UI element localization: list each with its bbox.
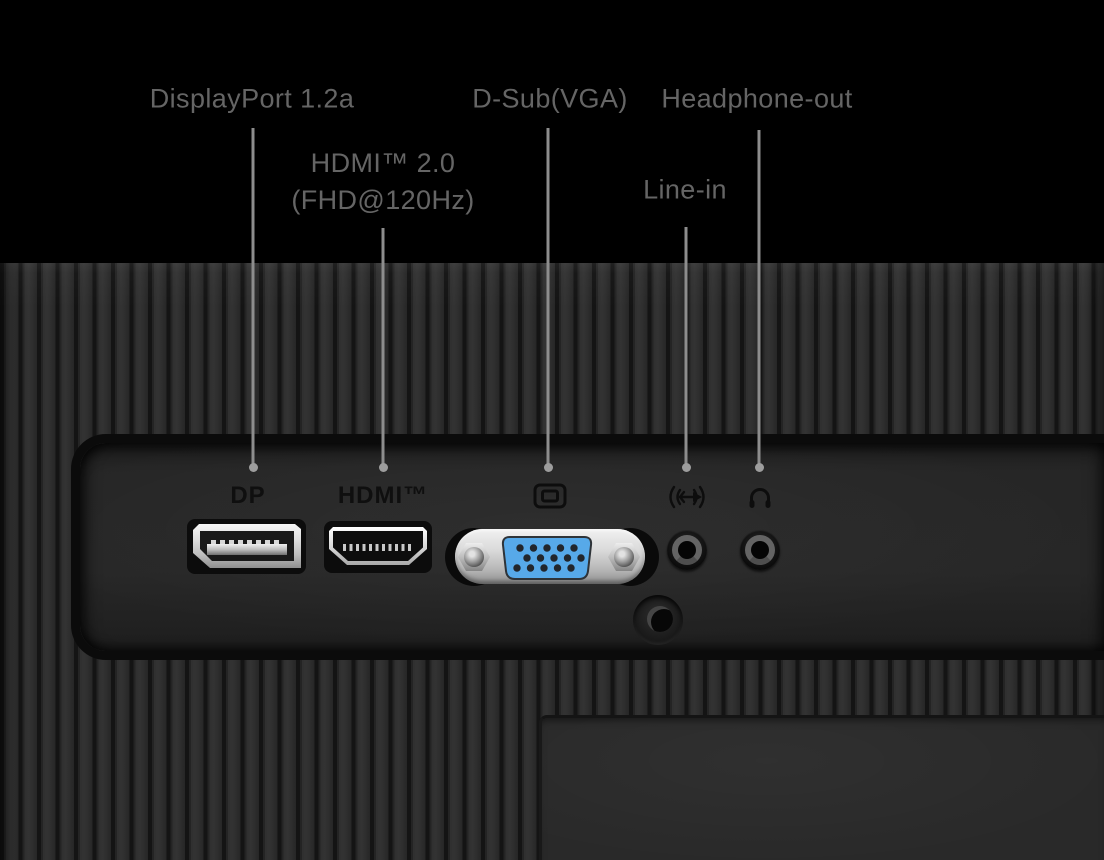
headphone-leader-line: [757, 130, 761, 464]
vga-display-icon: [533, 483, 567, 509]
headphone-jack-ring: [745, 535, 775, 565]
chassis-screw: [647, 606, 673, 632]
hdmi-label: HDMI™ 2.0 (FHD@120Hz): [291, 145, 474, 219]
dp-port-printed-label: DP: [230, 482, 266, 509]
dsub-vga-label: D-Sub(VGA): [472, 83, 628, 114]
line-in-jack: [667, 530, 707, 570]
headphone-jack: [740, 530, 780, 570]
vga-port: [500, 536, 594, 580]
headphone-icon: [748, 486, 772, 509]
hdmi-cavity: [333, 531, 423, 561]
displayport-pins: [207, 544, 287, 555]
chassis-screw-hole: [633, 595, 683, 645]
chassis-inset-box: [539, 715, 1104, 860]
hdmi-label-line1: HDMI™ 2.0: [310, 148, 456, 178]
hdmi-port-printed-label: HDMI™: [337, 482, 429, 509]
hdmi-port: [329, 527, 427, 565]
line-in-label: Line-in: [643, 174, 727, 205]
line-in-leader-line: [684, 227, 688, 464]
line-in-waves-arrow-icon: [668, 485, 706, 509]
vga-screw-post-left: [458, 543, 490, 571]
dsub-leader-line: [546, 128, 550, 464]
line-in-jack-ring: [672, 535, 702, 565]
headphone-out-label: Headphone-out: [661, 83, 853, 114]
displayport-cavity: [200, 531, 294, 561]
displayport-port: [193, 524, 301, 568]
hdmi-leader-line: [381, 228, 385, 464]
hdmi-pins: [343, 544, 413, 551]
hdmi-label-line2: (FHD@120Hz): [291, 185, 475, 215]
displayport-label: DisplayPort 1.2a: [149, 83, 355, 114]
displayport-leader-line: [251, 128, 255, 464]
